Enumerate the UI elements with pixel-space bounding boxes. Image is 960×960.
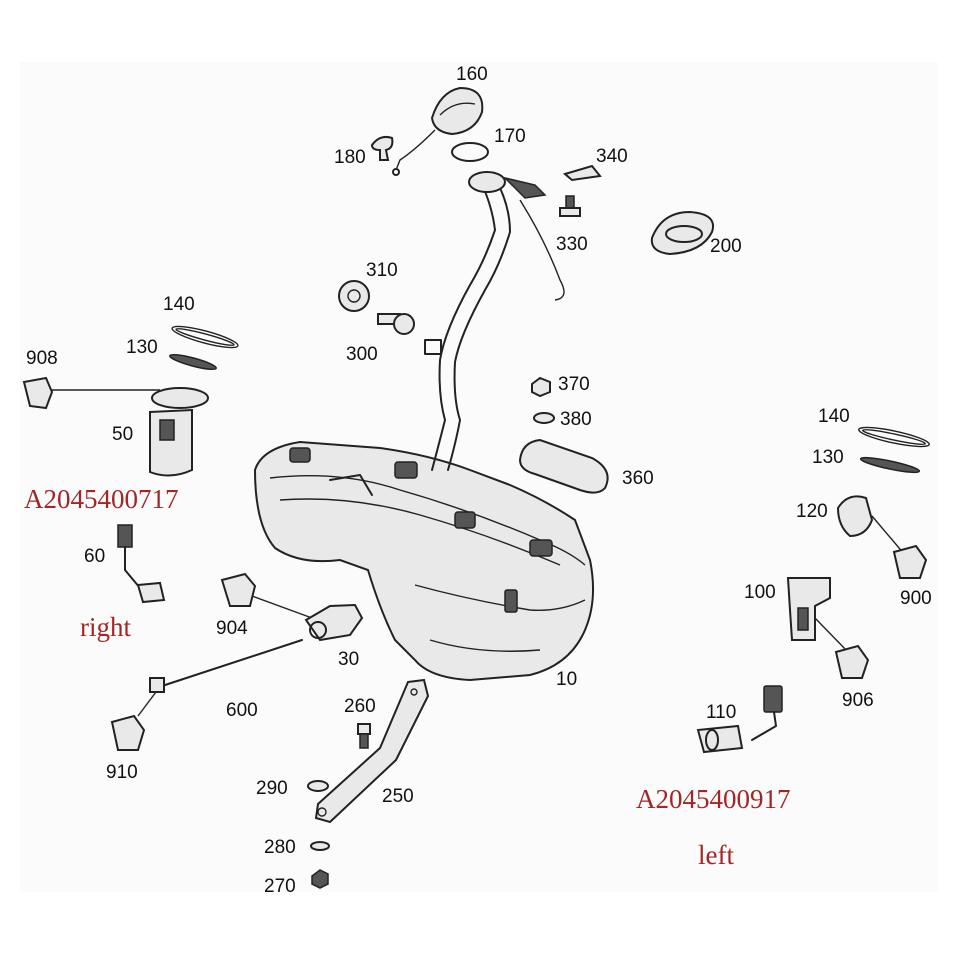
washer-290-part xyxy=(307,780,329,792)
label-50: 50 xyxy=(112,424,133,445)
disc-part xyxy=(338,280,370,312)
label-110: 110 xyxy=(706,702,736,723)
fuel-pump-right-part xyxy=(149,387,209,477)
callout-labels: A2045400717 right A2045400917 left xyxy=(24,484,791,870)
label-600: 600 xyxy=(226,700,258,721)
label-360: 360 xyxy=(622,468,654,489)
connector-904-part xyxy=(220,572,313,619)
strap-part xyxy=(314,678,430,824)
label-120: 120 xyxy=(796,501,828,522)
bolt-260-part xyxy=(357,723,371,749)
label-330: 330 xyxy=(556,234,588,255)
left-side-label: left xyxy=(698,840,734,870)
pump-housing-left-part xyxy=(836,495,928,579)
cable-600-part xyxy=(110,639,303,751)
label-140-right: 140 xyxy=(163,294,195,315)
seal-ring-part xyxy=(451,142,489,162)
label-260: 260 xyxy=(344,696,376,717)
clip-part xyxy=(370,135,394,161)
right-side-label: right xyxy=(80,612,131,642)
connector-908-part xyxy=(22,376,160,410)
label-180: 180 xyxy=(334,147,366,168)
label-140-left: 140 xyxy=(818,406,850,427)
label-270: 270 xyxy=(264,876,296,897)
level-sensor-left-part xyxy=(696,685,783,754)
label-310: 310 xyxy=(366,260,398,281)
left-part-number: A2045400917 xyxy=(636,784,791,814)
label-200: 200 xyxy=(710,236,742,257)
label-280: 280 xyxy=(264,837,296,858)
filler-neck-part xyxy=(424,171,565,471)
label-908: 908 xyxy=(26,348,58,369)
bracket-part xyxy=(562,164,602,182)
label-906: 906 xyxy=(842,690,874,711)
valve-part xyxy=(377,313,415,335)
gasket-right-part xyxy=(169,353,217,371)
fuel-pump-left-part xyxy=(786,577,870,679)
cover-part xyxy=(650,210,714,256)
label-170: 170 xyxy=(494,126,526,147)
label-340: 340 xyxy=(596,146,628,167)
nut-part xyxy=(531,376,551,398)
label-60: 60 xyxy=(84,546,105,567)
label-900: 900 xyxy=(900,588,932,609)
nut-270-part xyxy=(311,869,329,889)
label-290: 290 xyxy=(256,778,288,799)
label-904: 904 xyxy=(216,618,248,639)
label-300: 300 xyxy=(346,344,378,365)
label-370: 370 xyxy=(558,374,590,395)
label-380: 380 xyxy=(560,409,592,430)
label-130-right: 130 xyxy=(126,337,158,358)
label-10: 10 xyxy=(556,669,577,690)
fuel-cap-part xyxy=(392,86,484,176)
sealing-ring-right-part xyxy=(171,325,239,349)
pressure-sensor-part xyxy=(304,603,364,642)
pad-part xyxy=(518,438,609,494)
label-100: 100 xyxy=(744,582,776,603)
label-160: 160 xyxy=(456,64,488,85)
label-250: 250 xyxy=(382,786,414,807)
gasket-left-part xyxy=(859,456,921,474)
label-130-left: 130 xyxy=(812,447,844,468)
level-sensor-part xyxy=(117,524,166,604)
label-30: 30 xyxy=(338,649,359,670)
washer-part xyxy=(533,412,555,424)
right-part-number: A2045400717 xyxy=(24,484,179,514)
bolt-part xyxy=(559,195,581,217)
sealing-ring-left-part xyxy=(858,426,930,448)
label-910: 910 xyxy=(106,762,138,783)
part-number-labels: 160 170 180 340 330 200 310 300 140 130 … xyxy=(26,64,932,897)
fuel-tank-part xyxy=(253,440,594,682)
washer-280-part xyxy=(310,841,330,851)
